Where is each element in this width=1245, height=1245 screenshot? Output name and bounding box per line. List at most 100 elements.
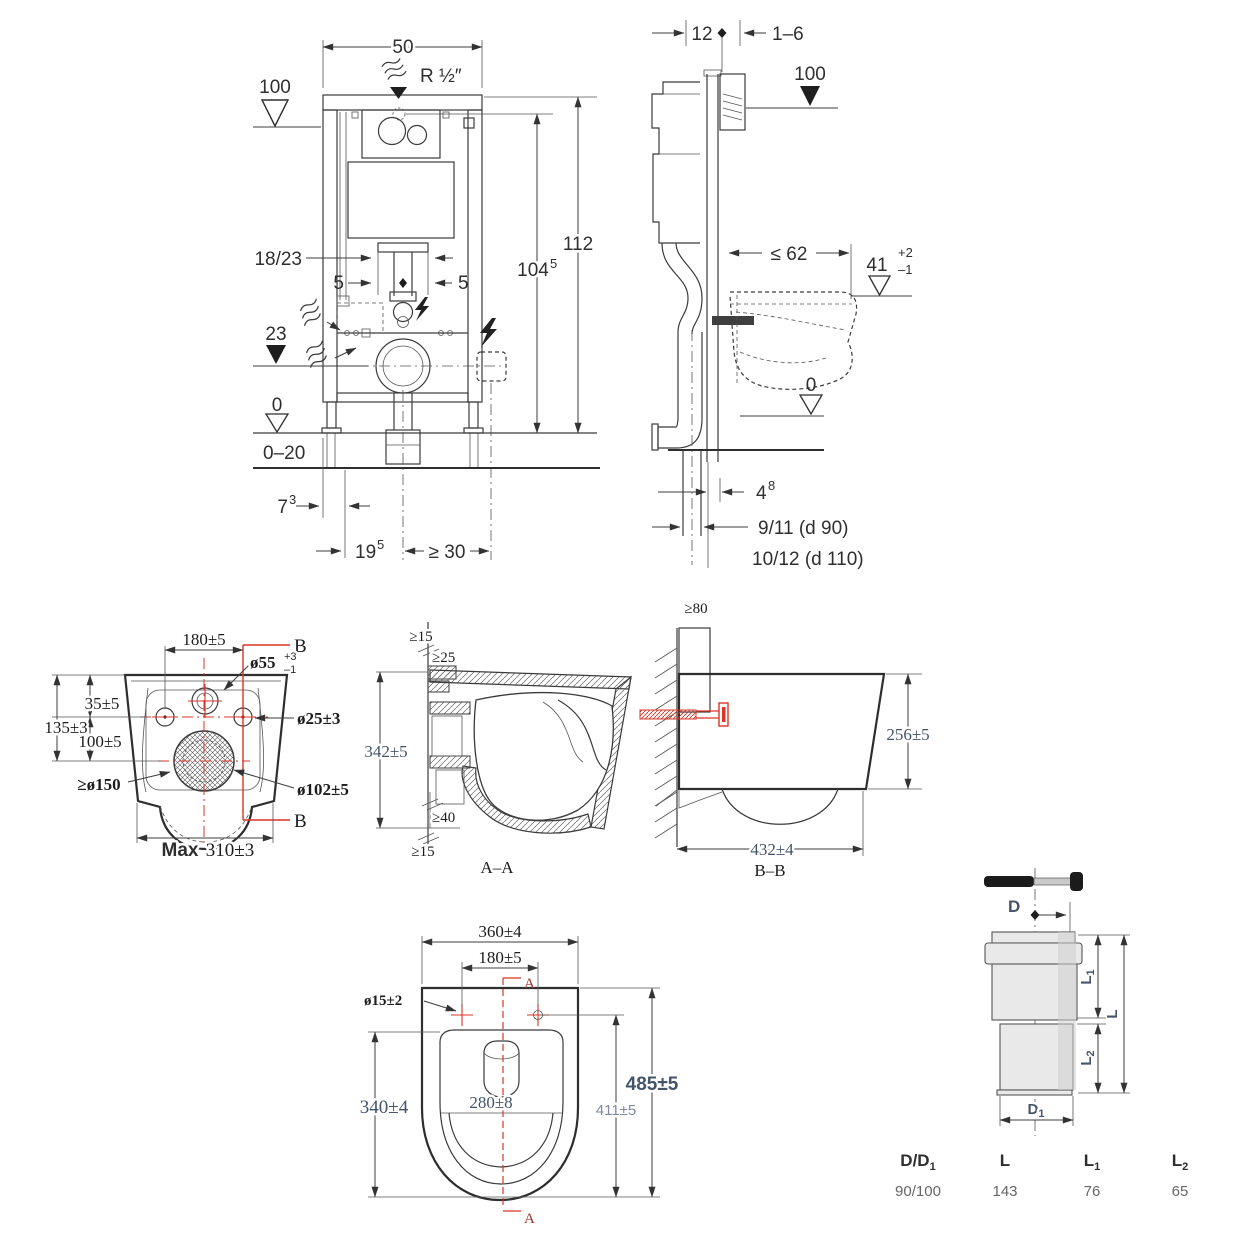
dim-55-label: ø55 xyxy=(250,653,276,672)
dim-max-310: Max 310±3 xyxy=(136,803,274,864)
dim-center-19: 19 5 xyxy=(316,537,384,563)
dim-7-label: 7 xyxy=(277,497,288,518)
dim-55-sub: –1 xyxy=(284,664,296,676)
dim-d1-label: D1 xyxy=(1028,1101,1045,1120)
tol-41-minus: –1 xyxy=(898,262,912,277)
pan-section xyxy=(427,665,632,834)
flush-buttons-icon xyxy=(377,107,428,146)
lightning-icon xyxy=(415,297,429,321)
drain-socket xyxy=(316,338,502,560)
dim-l-label: L xyxy=(1104,1009,1121,1018)
dim-d: D xyxy=(1008,897,1071,932)
dim-hole-25: ø25±3 xyxy=(254,709,340,728)
table-header-dd1: D/D1 xyxy=(900,1151,935,1173)
pipe-body xyxy=(984,931,1083,1096)
level-0-label: 0 xyxy=(272,395,283,416)
dim-ge15-bottom: ≥15 xyxy=(409,832,440,863)
front-view: 50 R ½″ 100 112 104 5 18/23 5 5 23 xyxy=(253,35,600,563)
table-value-l: 143 xyxy=(992,1183,1017,1200)
dim-1823-label: 18/23 xyxy=(254,249,302,270)
ge15-bottom-label: ≥15 xyxy=(411,844,434,860)
dim-1-6-label: 1–6 xyxy=(772,24,804,45)
dim-25-label: ø25±3 xyxy=(297,709,340,728)
level-mark-100-side: 100 xyxy=(746,64,838,109)
section-bb-view: ≥80 256±5 432±4 B–B xyxy=(639,601,932,880)
pipe-note1-label: 9/11 (d 90) xyxy=(758,518,848,539)
dim-112-label: 112 xyxy=(563,234,593,255)
dim-d-label: D xyxy=(1008,897,1020,916)
dim-340-label: 340±4 xyxy=(360,1097,409,1118)
dim-55-sup: +3 xyxy=(284,651,297,663)
dim-4-label: 4 xyxy=(756,483,767,504)
level-100-side-label: 100 xyxy=(794,64,826,85)
actuator-box xyxy=(719,73,746,131)
flush-bend-pipe xyxy=(661,242,754,335)
wall-rail xyxy=(703,69,722,462)
ge15-top-label: ≥15 xyxy=(409,629,432,645)
section-bb-caption: B–B xyxy=(754,861,785,880)
dim-5l-label: 5 xyxy=(333,273,344,294)
level-mark-23: 23 xyxy=(253,324,368,367)
dim-4-sup: 8 xyxy=(768,478,775,493)
pan-profile xyxy=(655,672,886,825)
dim-180-top-label: 180±5 xyxy=(478,948,521,967)
section-a-top-label: A xyxy=(524,976,535,992)
dim-41-label: 41 xyxy=(866,255,887,276)
seat-outline xyxy=(420,986,580,1202)
dim-19-label: 19 xyxy=(355,542,376,563)
hdr1-base: L xyxy=(1000,1151,1010,1170)
dim-hole-55: ø55 +3 –1 xyxy=(223,649,299,691)
table-value-l1: 76 xyxy=(1084,1183,1101,1200)
pipe-size-table: D/D1 L L1 L2 90/100 143 76 65 xyxy=(895,1151,1188,1200)
level-100-label: 100 xyxy=(259,77,291,98)
pipe-note2-label: 10/12 (d 110) xyxy=(752,549,864,570)
dim-l2: L2 xyxy=(1077,1023,1106,1094)
dim-hole-15: ø15±2 xyxy=(362,991,457,1012)
dim-310-label: 310±3 xyxy=(206,840,254,861)
l1-base: L xyxy=(1078,975,1095,984)
level-mark-41: 41 +2 –1 xyxy=(851,245,913,297)
dim-180-label: 180±5 xyxy=(182,630,225,649)
dim-pipe-1823: 18/23 xyxy=(254,249,453,270)
range-0-20-label: 0–20 xyxy=(263,443,305,464)
dim-360-label: 360±4 xyxy=(478,922,522,941)
dim-180: 180±5 xyxy=(164,628,244,708)
section-aa-caption: A–A xyxy=(480,858,514,877)
table-header-l2: L2 xyxy=(1172,1151,1189,1173)
tol-41-plus: +2 xyxy=(898,245,913,260)
dim-485-label: 485±5 xyxy=(626,1074,679,1095)
dim-12-label: 12 xyxy=(691,24,712,45)
wall-hatch xyxy=(654,628,678,847)
section-b-bottom-label: B xyxy=(294,811,307,832)
dim-l1: L1 xyxy=(1077,934,1130,1019)
dim-height-112: 112 xyxy=(484,96,597,434)
dim-min-30: ≥ 30 xyxy=(404,542,490,563)
hdr3-base: L xyxy=(1172,1151,1182,1170)
fixing-holes xyxy=(451,1004,549,1026)
hdr3-sub: 2 xyxy=(1182,1161,1188,1173)
stud-ge80-label: ≥80 xyxy=(684,601,707,617)
level-mark-0-side: 0 xyxy=(740,375,824,417)
dim-432-label: 432±4 xyxy=(750,840,794,859)
dim-280-label: 280±8 xyxy=(469,1093,512,1112)
dim-135-label: 135±3 xyxy=(44,718,87,737)
dim-offset-5: 5 5 xyxy=(333,252,469,295)
dim-104-label: 104 xyxy=(517,260,549,281)
drain-bend xyxy=(651,330,703,565)
max-label: Max xyxy=(162,840,199,861)
dim-180-top: 180±5 xyxy=(461,946,539,1006)
anchor-bolt-icon xyxy=(639,702,729,727)
dim-drain-102: ø102±5 xyxy=(233,769,349,799)
top-fixing-hole xyxy=(188,684,222,718)
section-line-a: A A xyxy=(502,976,535,1227)
dim-35-label: 35±5 xyxy=(85,694,120,713)
cistern-access xyxy=(347,107,475,239)
dim-l2-label: L2 xyxy=(1078,1050,1097,1065)
dim-432: 432±4 xyxy=(676,791,864,862)
hdr2-base: L xyxy=(1084,1151,1094,1170)
lightning-icon xyxy=(480,318,497,347)
flush-pipe xyxy=(377,242,429,296)
dim-102-label: ø102±5 xyxy=(297,780,349,799)
pin-icon xyxy=(984,872,1083,891)
